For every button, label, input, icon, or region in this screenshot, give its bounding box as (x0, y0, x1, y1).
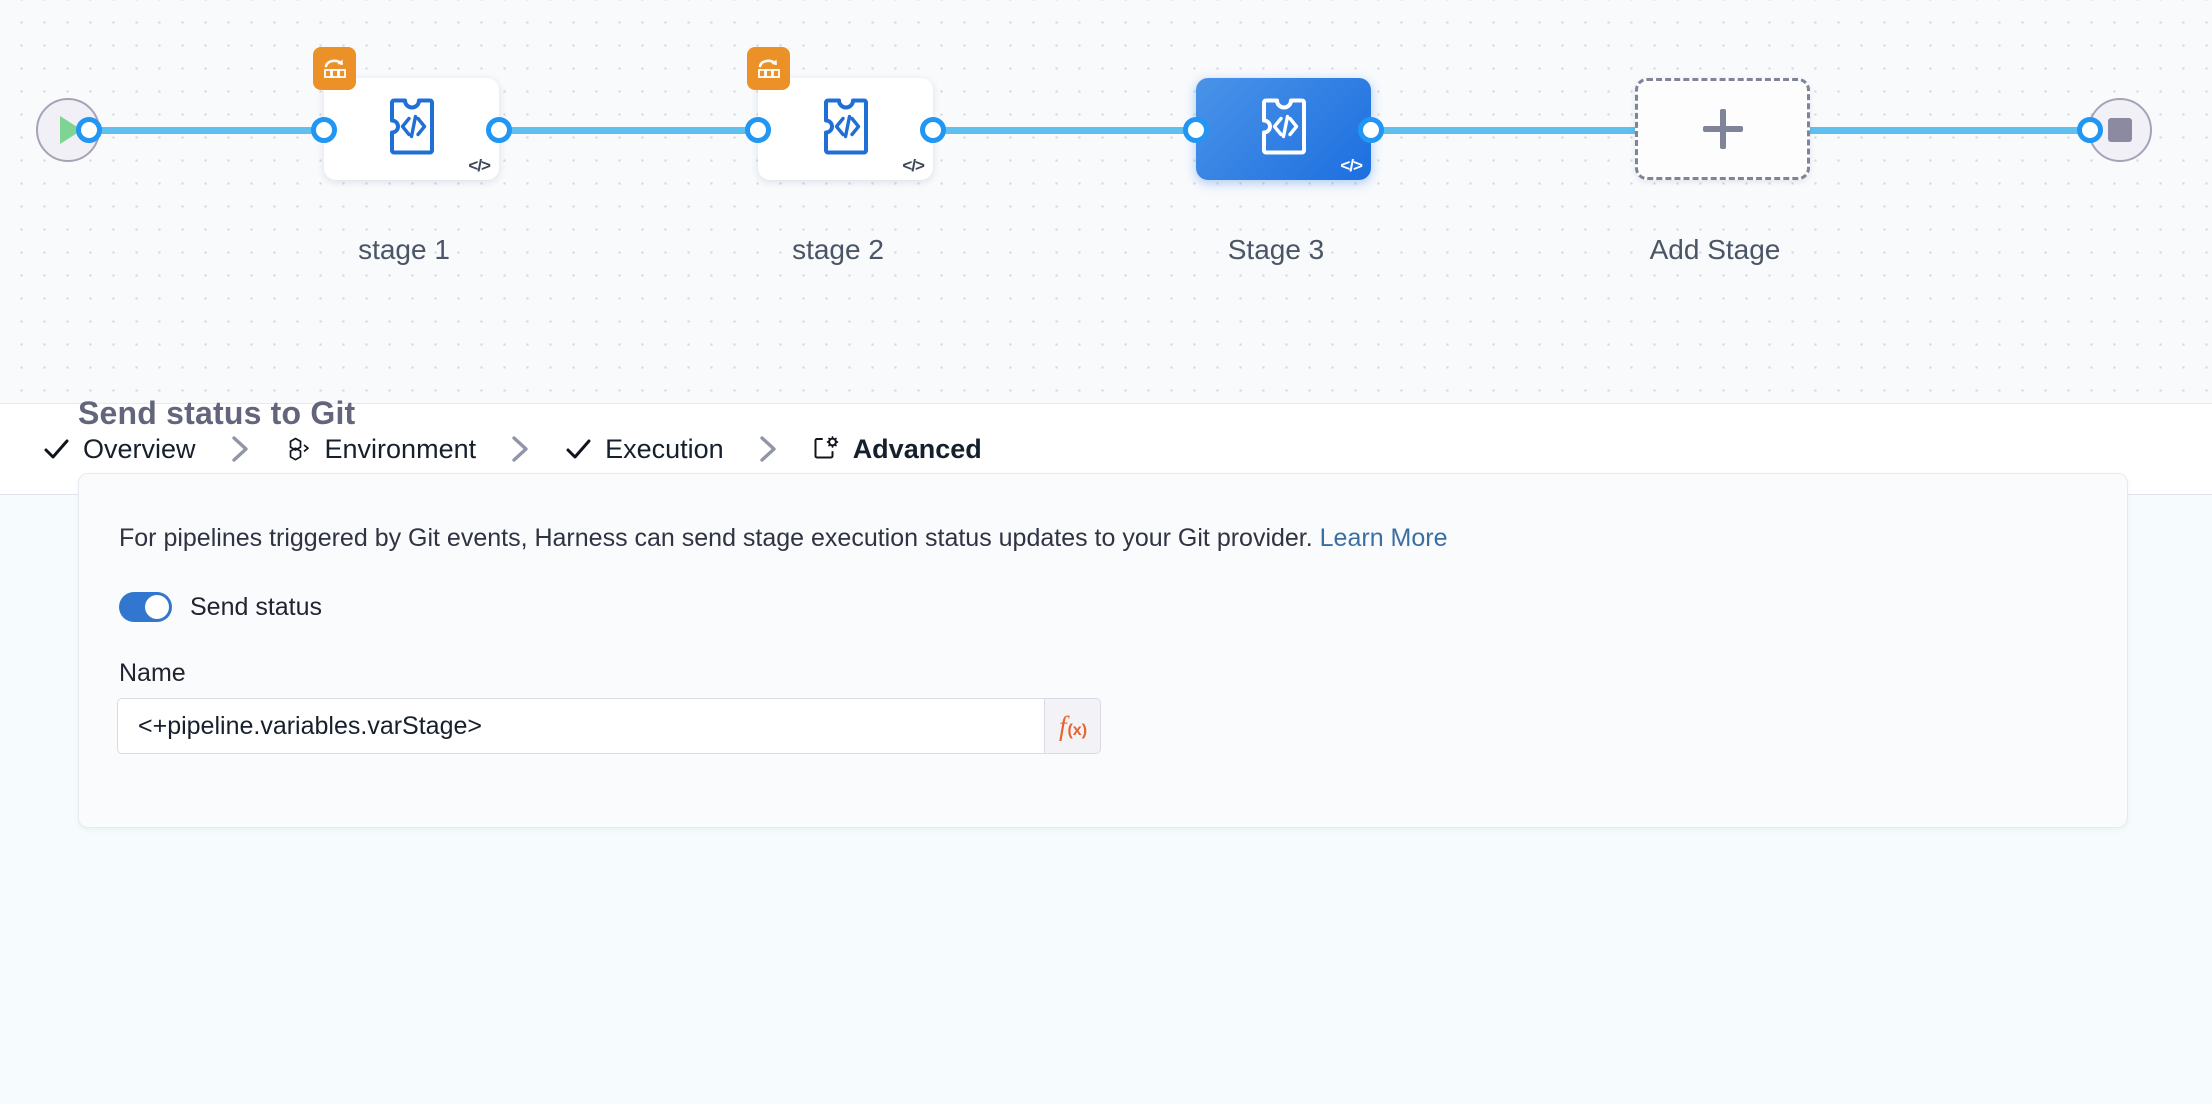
stage-node-2[interactable]: </> (747, 47, 933, 180)
port-stage-1-in[interactable] (311, 117, 337, 143)
port-stage-3-in[interactable] (1183, 117, 1209, 143)
port-stage-2-in[interactable] (745, 117, 771, 143)
stage-label-2: stage 2 (792, 234, 884, 265)
port-stage-2-out[interactable] (920, 117, 946, 143)
chevron-right-icon (736, 434, 800, 464)
stage-node-3[interactable]: </> (1196, 78, 1371, 180)
check-icon (42, 435, 70, 463)
pipeline-end-node[interactable] (2088, 98, 2152, 162)
tab-execution[interactable]: Execution (552, 404, 736, 495)
port-end-in[interactable] (2077, 117, 2103, 143)
page-title: Send status to Git (78, 395, 356, 431)
tab-label-environment: Environment (324, 433, 477, 464)
port-start-out[interactable] (76, 117, 102, 143)
cd-stage-icon (385, 97, 439, 162)
stage-label-3: Stage 3 (1227, 234, 1325, 265)
send-status-label: Send status (190, 592, 323, 621)
stage-node-1[interactable]: </> (313, 47, 499, 180)
pipeline-canvas[interactable]: </> stage 1 </> stage 2 (0, 0, 2212, 404)
rollback-icon (747, 47, 790, 90)
fx-icon[interactable]: f(x) (1044, 698, 1101, 754)
pipeline-connector-rail (78, 127, 2104, 134)
tab-environment[interactable]: Environment (272, 404, 489, 495)
name-field-label: Name (119, 659, 186, 687)
name-input[interactable] (117, 698, 1045, 754)
environment-icon (284, 435, 312, 463)
fx-letter: f (1058, 710, 1067, 741)
tab-advanced[interactable]: Advanced (799, 404, 994, 495)
name-field-group: f(x) (117, 698, 1101, 754)
stop-icon (2108, 118, 2132, 142)
tab-overview[interactable]: Overview (30, 404, 208, 495)
plus-icon (1702, 109, 1743, 149)
code-icon: </> (1340, 156, 1363, 175)
cd-stage-icon (819, 97, 873, 162)
tab-label-overview: Overview (83, 433, 196, 464)
fx-sub: (x) (1067, 722, 1088, 739)
advanced-tab-content: Send status to Git For pipelines trigger… (0, 395, 2212, 1104)
panel-description: For pipelines triggered by Git events, H… (119, 524, 1448, 553)
toggle-knob (145, 595, 169, 619)
cd-stage-icon (1257, 97, 1311, 162)
code-icon: </> (468, 156, 491, 175)
add-stage-button[interactable] (1635, 78, 1810, 180)
tab-label-execution: Execution (605, 433, 724, 464)
stage-label-1: stage 1 (358, 234, 450, 265)
send-status-toggle-row: Send status (119, 592, 322, 622)
send-status-to-git-panel: For pipelines triggered by Git events, H… (78, 473, 2128, 828)
chevron-right-icon (488, 434, 552, 464)
chevron-right-icon (208, 434, 272, 464)
panel-description-text: For pipelines triggered by Git events, H… (119, 524, 1313, 552)
port-stage-1-out[interactable] (486, 117, 512, 143)
rollback-icon (313, 47, 356, 90)
advanced-gear-icon (812, 435, 840, 463)
learn-more-link[interactable]: Learn More (1319, 524, 1448, 552)
add-stage-label: Add Stage (1649, 234, 1781, 265)
code-icon: </> (902, 156, 925, 175)
port-stage-3-out[interactable] (1358, 117, 1384, 143)
send-status-toggle[interactable] (119, 592, 172, 622)
check-icon (564, 435, 592, 463)
tab-label-advanced: Advanced (852, 433, 982, 464)
